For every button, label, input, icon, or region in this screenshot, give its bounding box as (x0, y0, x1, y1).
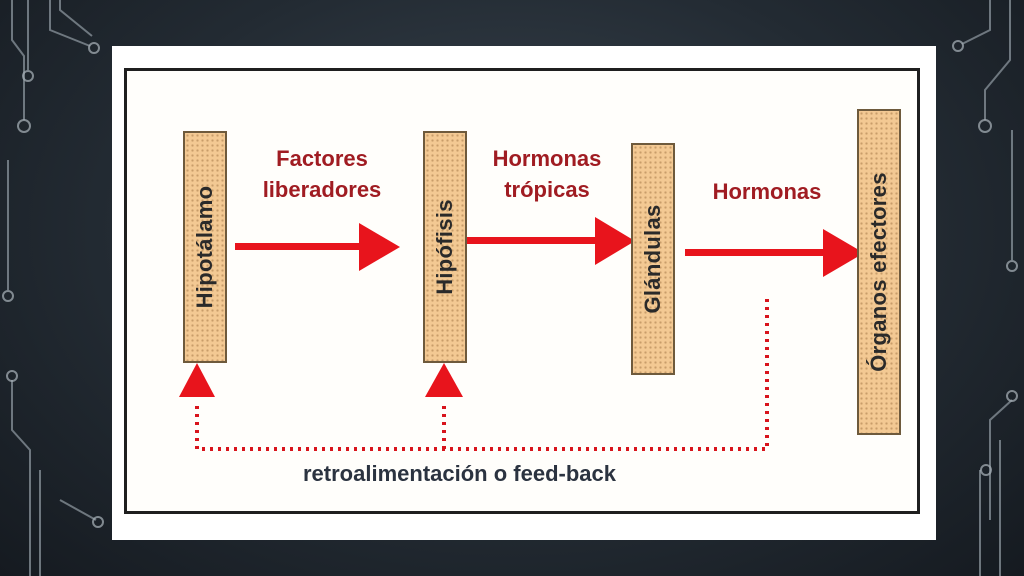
edge-label-hormonas: Hormonas (697, 176, 837, 207)
feedback-dotted-path (195, 299, 769, 451)
edge-label-hormonas-text: Hormonas (712, 179, 822, 204)
edge-label-hormonas-tropicas: Hormonas trópicas (477, 143, 617, 205)
node-glandulas-label: Glándulas (640, 204, 665, 314)
node-hipotalamo: Hipotálamo (183, 131, 227, 363)
feedback-arrowhead-hipotalamo (179, 363, 215, 397)
arrow-glandulas-to-organos (685, 229, 864, 277)
node-organos-efectores-label: Órganos efectores (866, 172, 891, 372)
arrow-hipotalamo-to-hipofisis (235, 223, 400, 271)
diagram-arrows (179, 217, 864, 451)
edge-label-factores-line1: Factores (276, 146, 368, 171)
feedback-label: retroalimentación o feed-back (303, 461, 616, 486)
node-organos-efectores: Órganos efectores (857, 109, 901, 435)
node-hipofisis: Hipófisis (423, 131, 467, 363)
edge-label-tropicas-line2: trópicas (504, 177, 590, 202)
node-glandulas: Glándulas (631, 143, 675, 375)
edge-label-factores-liberadores: Factores liberadores (247, 143, 397, 205)
feedback-arrowhead-hipofisis (425, 363, 463, 397)
edge-label-tropicas-line1: Hormonas (492, 146, 602, 171)
node-hipofisis-label: Hipófisis (432, 199, 457, 295)
slide-panel: Hipotálamo Hipófisis Glándulas Órganos e… (112, 46, 936, 540)
node-hipotalamo-label: Hipotálamo (192, 185, 217, 309)
arrow-hipofisis-to-glandulas (467, 217, 635, 265)
diagram-frame: Hipotálamo Hipófisis Glándulas Órganos e… (124, 68, 920, 514)
edge-label-factores-line2: liberadores (262, 177, 382, 202)
